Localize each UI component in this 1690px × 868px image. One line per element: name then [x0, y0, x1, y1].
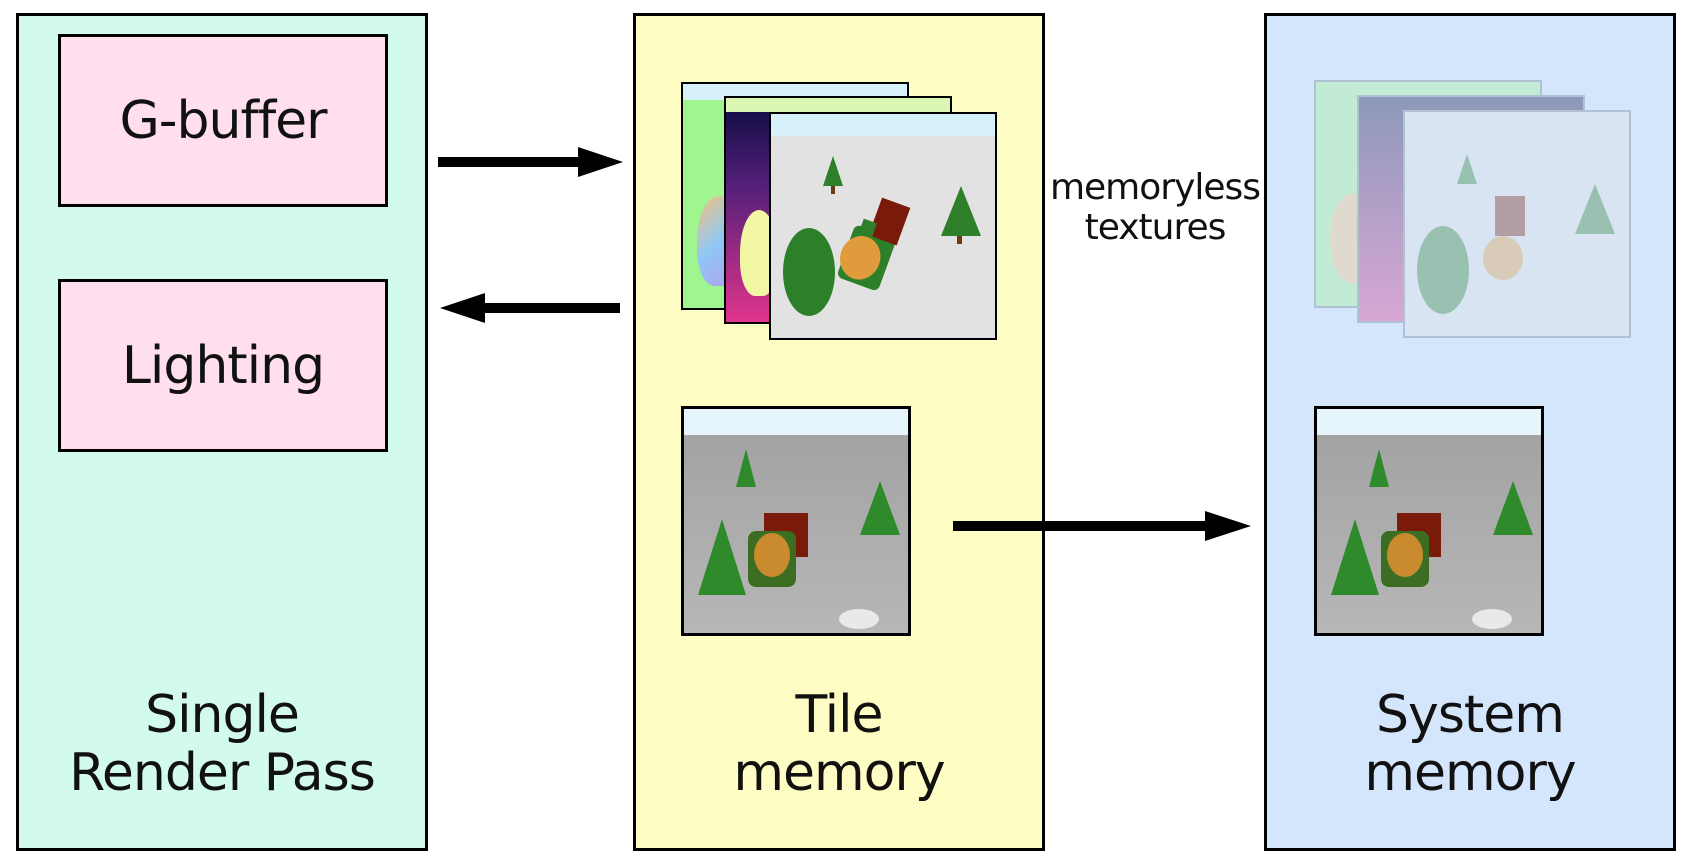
tree-icon: [823, 156, 843, 194]
tree-icon: [1331, 519, 1379, 595]
left-arrow-icon: [440, 293, 620, 323]
tile-memory-title-line1: Tile: [795, 685, 883, 745]
gbuffer-label: G-buffer: [119, 90, 327, 151]
faded-albedo-scene: [1417, 154, 1615, 314]
render-sky: [1317, 409, 1541, 435]
render-pass-title-line2: Render Pass: [69, 743, 376, 803]
tile-memory-title: Tile memory: [636, 686, 1042, 802]
tile-render-image: [681, 406, 911, 636]
tile-memory-panel: Tile memory: [633, 13, 1045, 851]
render-pass-title: Single Render Pass: [19, 686, 425, 802]
render-sky: [684, 409, 908, 435]
tree-icon: [941, 186, 981, 244]
faded-depth-texture: [1357, 95, 1585, 323]
tile-render-scene: [698, 449, 900, 629]
texture-sky: [726, 98, 950, 112]
system-memory-title-line1: System: [1376, 685, 1565, 745]
albedo-texture: [769, 112, 997, 340]
faded-normals-texture: [1314, 80, 1542, 308]
tree-icon: [783, 228, 835, 316]
tree-icon: [1493, 481, 1533, 535]
memoryless-label-line1: memoryless: [1049, 167, 1261, 208]
memoryless-textures-label: memoryless textures: [1045, 168, 1265, 248]
right-arrow-icon: [953, 511, 1251, 541]
tree-icon: [860, 481, 900, 535]
toy-train-icon: [748, 513, 808, 587]
system-memory-panel: System memory: [1264, 13, 1676, 851]
render-pass-title-line1: Single: [145, 685, 300, 745]
tree-icon: [1369, 449, 1389, 487]
render-pass-panel: G-buffer Lighting Single Render Pass: [16, 13, 428, 851]
lighting-box: Lighting: [58, 279, 388, 452]
lighting-label: Lighting: [121, 335, 325, 396]
right-arrow-icon: [438, 147, 623, 177]
system-memory-title-line2: memory: [1364, 743, 1576, 803]
tile-memory-title-line2: memory: [733, 743, 945, 803]
memoryless-label-line2: textures: [1084, 207, 1227, 248]
texture-sky: [771, 114, 995, 136]
toy-train-icon: [1381, 513, 1441, 587]
system-render-image: [1314, 406, 1544, 636]
system-render-scene: [1331, 449, 1533, 629]
albedo-scene: [783, 156, 981, 316]
gbuffer-box: G-buffer: [58, 34, 388, 207]
faded-albedo-texture: [1403, 110, 1631, 338]
tree-icon: [698, 519, 746, 595]
faded-normals-blob: [1330, 194, 1374, 284]
toy-train-icon: [837, 197, 911, 291]
system-memory-title: System memory: [1267, 686, 1673, 802]
tree-icon: [736, 449, 756, 487]
